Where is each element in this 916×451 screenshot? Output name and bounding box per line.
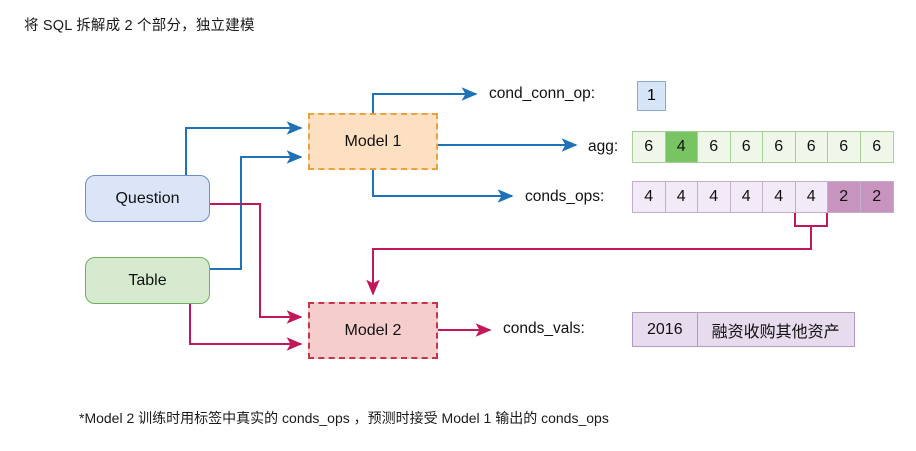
node-question-label: Question: [115, 189, 180, 207]
agg-cell-5: 6: [795, 132, 828, 162]
agg-cell-0: 6: [633, 132, 666, 162]
node-model1-label: Model 1: [344, 132, 402, 150]
agg-cell-1: 4: [665, 132, 698, 162]
output-label-agg: agg:: [588, 138, 619, 155]
page-title: 将 SQL 拆解成 2 个部分，独立建模: [24, 18, 255, 34]
conds-ops-cell-5: 4: [795, 182, 828, 212]
conds-ops-cell-6: 2: [828, 182, 861, 212]
agg-cell-6: 6: [828, 132, 861, 162]
conds-ops-cell-4: 4: [763, 182, 796, 212]
footnote: *Model 2 训练时用标签中真实的 conds_ops ，预测时接受 Mod…: [79, 410, 609, 426]
node-model1[interactable]: Model 1: [308, 113, 438, 170]
conds-ops-cell-3: 4: [730, 182, 763, 212]
conds-ops-cell-1: 4: [665, 182, 698, 212]
node-model2[interactable]: Model 2: [308, 302, 438, 359]
node-table-label: Table: [128, 271, 167, 289]
node-model2-label: Model 2: [344, 321, 402, 339]
agg-cell-3: 6: [730, 132, 763, 162]
conds-ops-cell-2: 4: [698, 182, 731, 212]
cond-conn-op-value: 1: [637, 81, 666, 111]
conds-ops-cell-0: 4: [633, 182, 666, 212]
output-label-conds-ops: conds_ops:: [525, 188, 605, 205]
output-label-conds-vals: conds_vals:: [503, 320, 585, 337]
conds-vals-cell-0: 2016: [633, 313, 698, 346]
conds-vals-cell-1: 融资收购其他资产: [697, 313, 854, 346]
agg-cell-7: 6: [860, 132, 893, 162]
agg-cell-4: 6: [763, 132, 796, 162]
output-label-cond-conn-op: cond_conn_op:: [489, 85, 596, 102]
agg-cell-2: 6: [698, 132, 731, 162]
node-question[interactable]: Question: [85, 175, 210, 222]
node-table[interactable]: Table: [85, 257, 210, 304]
conds-ops-cell-7: 2: [860, 182, 893, 212]
